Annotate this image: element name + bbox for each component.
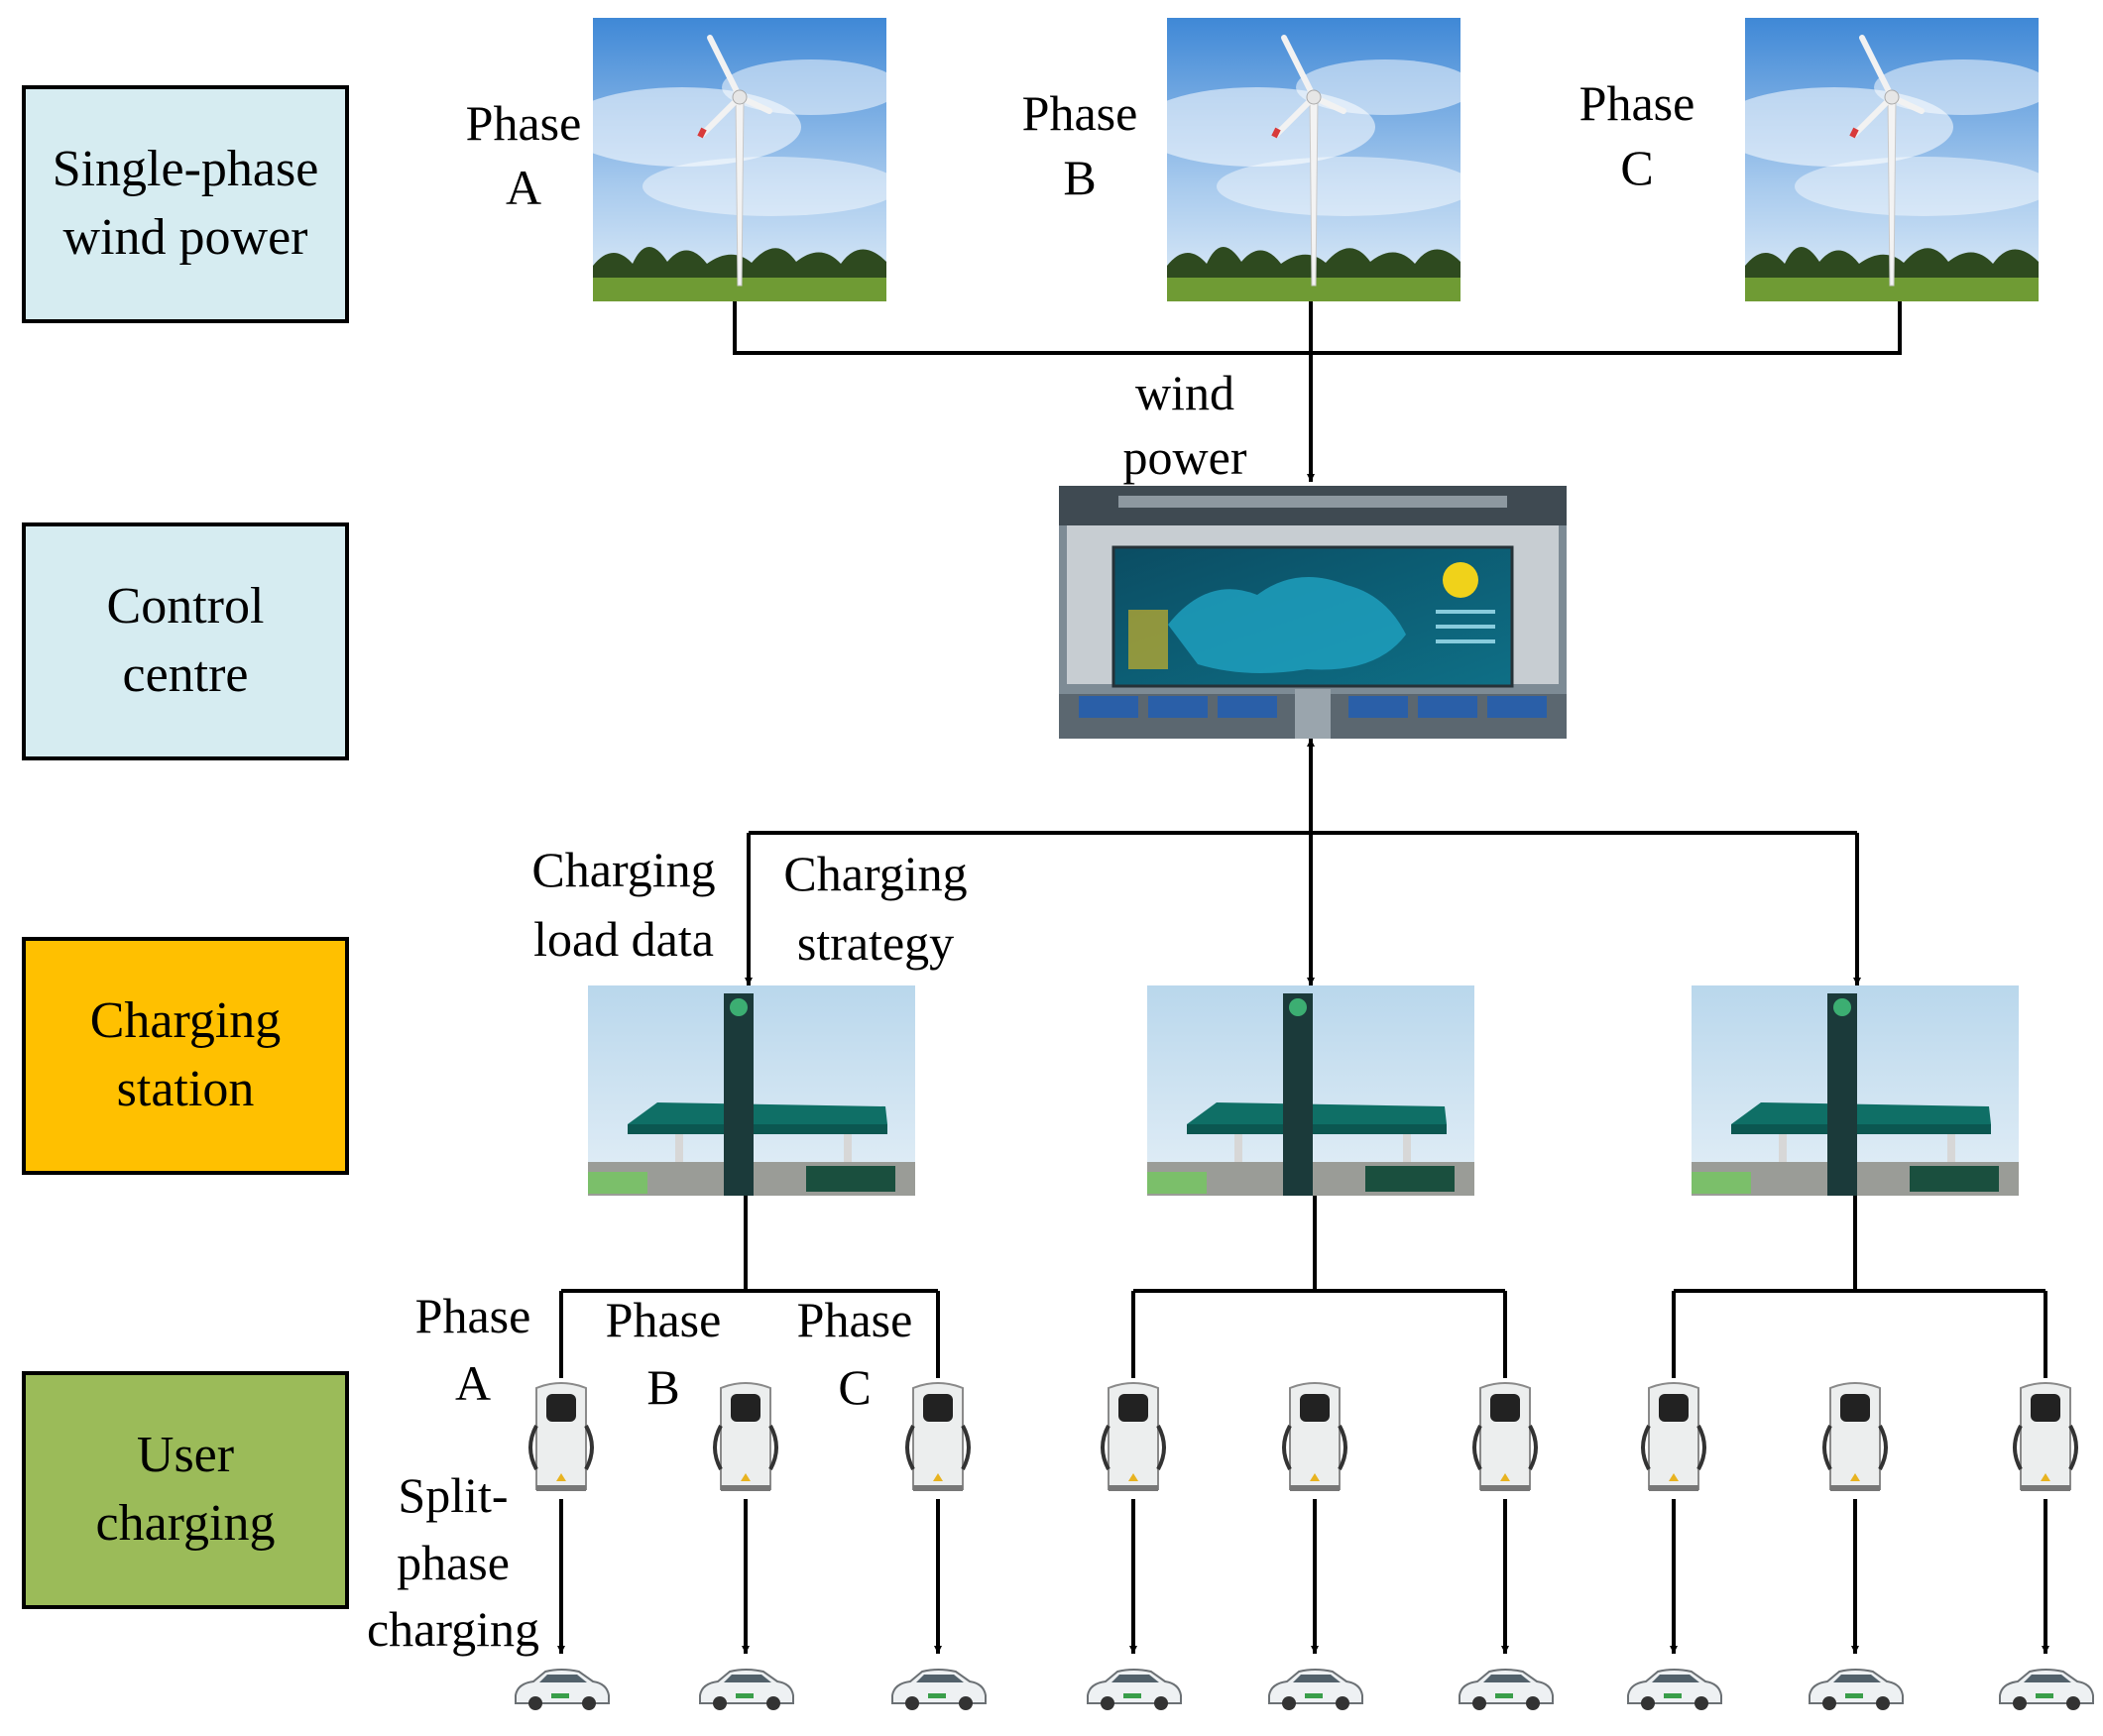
wind-turbine-A-icon	[563, 18, 900, 301]
electric-car-icon	[891, 1669, 987, 1711]
electric-car-icon	[1627, 1669, 1722, 1711]
charging-station-3-icon	[1692, 985, 2019, 1196]
stage-label-wind: Single-phase wind power	[52, 141, 319, 266]
ev-charger-icon	[2013, 1381, 2078, 1493]
wind-turbine-C-icon	[1715, 18, 2052, 301]
charging-station-2-icon	[1147, 985, 1474, 1196]
stage-box-wind: Single-phase wind power	[22, 85, 349, 323]
charging-load-data-label: Charging load data	[531, 842, 716, 967]
stage-label-user: User charging	[95, 1427, 276, 1552]
ev-charger-icon	[1101, 1381, 1166, 1493]
connector-lines	[557, 301, 2049, 1654]
electric-car-icon	[1268, 1669, 1363, 1711]
ev-charger-icon	[1282, 1381, 1347, 1493]
charger-phase-label-B: Phase B	[605, 1292, 722, 1415]
stage-box-control: Control centre	[22, 522, 349, 760]
wind-power-label: wind power	[1122, 365, 1247, 485]
turbine-phase-label-B: Phase B	[1021, 85, 1138, 205]
cars	[515, 1669, 2094, 1711]
stage-label-control: Control centre	[106, 578, 265, 703]
charger-phase-label-A: Phase A	[414, 1288, 531, 1411]
charging-strategy-label: Charging strategy	[783, 846, 968, 971]
wind-turbine-B-icon	[1137, 18, 1474, 301]
electric-car-icon	[1999, 1669, 2094, 1711]
electric-car-icon	[515, 1669, 610, 1711]
electric-car-icon	[1459, 1669, 1554, 1711]
turbine-phase-label-A: Phase A	[465, 95, 582, 215]
control-center-screen-icon	[1057, 484, 1569, 741]
charger-phase-label-C: Phase C	[796, 1292, 913, 1415]
ev-charger-icon	[1641, 1381, 1706, 1493]
stage-label-station: Charging station	[89, 992, 282, 1117]
stage-box-station: Charging station	[22, 937, 349, 1175]
split-phase-charging-label: Split- phase charging	[366, 1467, 540, 1657]
ev-charger-icon	[1822, 1381, 1888, 1493]
ev-charger-icon	[1472, 1381, 1538, 1493]
electric-car-icon	[699, 1669, 794, 1711]
stage-box-user: User charging	[22, 1371, 349, 1609]
charging-station-1-icon	[588, 985, 915, 1196]
electric-car-icon	[1087, 1669, 1182, 1711]
turbine-phase-label-C: Phase C	[1578, 75, 1695, 195]
chargers	[528, 1381, 2078, 1493]
electric-car-icon	[1809, 1669, 1904, 1711]
